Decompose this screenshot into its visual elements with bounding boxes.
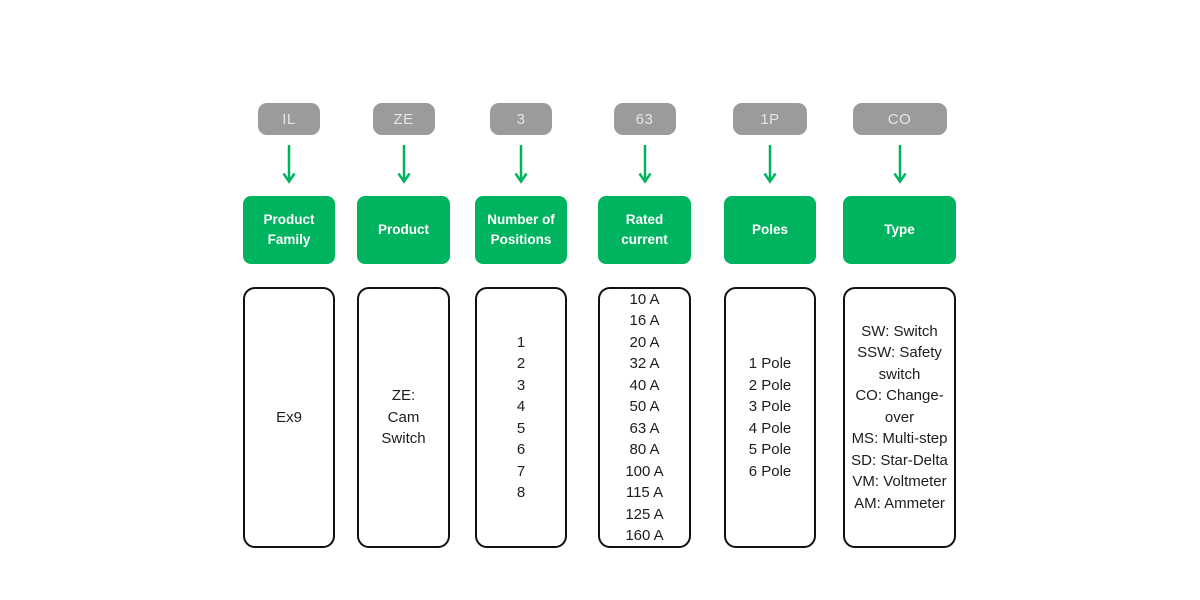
arrow-down-icon (514, 145, 528, 184)
option-item: 160 A (625, 527, 664, 544)
column-rated-current: 63 Rated current 10 A 16 A 20 A 32 A 40 A 50 … (598, 103, 691, 548)
code-badge: 63 (613, 103, 676, 135)
option-item: 50 A (629, 398, 660, 415)
category-label: Product Family (243, 196, 335, 264)
options-box: ZE: Cam Switch (357, 287, 450, 548)
option-item: 4 Pole (748, 419, 792, 437)
option-item: 6 (516, 441, 526, 458)
option-item: 2 (516, 355, 526, 372)
option-item: 2 Pole (748, 376, 792, 394)
option-item: AM: Ammeter (854, 494, 945, 512)
option-item: 125 A (625, 505, 664, 523)
category-label: Number of Positions (475, 196, 567, 264)
option-item: 16 A (629, 312, 660, 329)
option-item: Ex9 (276, 408, 302, 426)
option-item: 32 A (629, 355, 660, 372)
option-item: SW: Switch (861, 322, 938, 340)
option-item: ZE: Cam Switch (381, 387, 426, 448)
option-item: 5 Pole (748, 441, 792, 458)
column-poles: 1P Poles 1 Pole 2 Pole 3 Pole 4 Pole 5 Pole 6… (724, 103, 816, 548)
category-label: Type (843, 196, 956, 264)
column-product: ZE Product ZE: Cam Switch (357, 103, 450, 548)
option-item: 63 A (629, 419, 660, 437)
column-number-of-positions: 3 Number of Positions 1 2 3 4 5 6 7 8 (475, 103, 567, 548)
options-box: 1 2 3 4 5 6 7 8 (475, 287, 567, 548)
code-badge: CO (852, 103, 947, 135)
option-item: 4 (516, 398, 526, 415)
option-item: 6 Pole (748, 462, 792, 480)
option-item: CO: Change- over (855, 387, 944, 426)
option-item: MS: Multi-step (851, 430, 948, 448)
arrow-down-icon (637, 145, 652, 184)
option-item: 40 A (629, 376, 660, 394)
option-item: 20 A (629, 333, 660, 351)
category-label: Product (357, 196, 450, 264)
column-product-family: IL Product Family Ex9 (243, 103, 335, 548)
option-item: 1 Pole (748, 355, 792, 372)
option-item: SD: Star-Delta (851, 451, 948, 469)
code-badge: IL (258, 103, 320, 135)
option-item: 10 A (629, 290, 660, 308)
option-item: SSW: Safety switch (857, 344, 942, 383)
option-item: 80 A (629, 441, 660, 458)
arrow-down-icon (892, 145, 907, 184)
option-item: 7 (516, 462, 526, 480)
options-box: Ex9 (243, 287, 335, 548)
arrow-down-icon (396, 145, 411, 184)
options-box: 1 Pole 2 Pole 3 Pole 4 Pole 5 Pole 6 Pole (724, 287, 816, 548)
code-badge: 1P (733, 103, 807, 135)
arrow-down-icon (763, 145, 777, 184)
option-item: 115 A (625, 484, 664, 501)
option-item: VM: Voltmeter (852, 473, 947, 491)
option-item: 5 (516, 419, 526, 437)
options-box: 10 A 16 A 20 A 32 A 40 A 50 A 63 A 80 A 100 A 115… (598, 287, 691, 548)
category-label: Rated current (598, 196, 691, 264)
category-label: Poles (724, 196, 816, 264)
option-item: 100 A (625, 462, 664, 480)
option-item: 1 (516, 333, 526, 351)
option-item: 3 Pole (748, 398, 792, 415)
option-item: 8 (516, 484, 526, 501)
code-badge: 3 (490, 103, 552, 135)
option-item: 3 (516, 376, 526, 394)
arrow-down-icon (282, 145, 296, 184)
code-badge: ZE (372, 103, 435, 135)
